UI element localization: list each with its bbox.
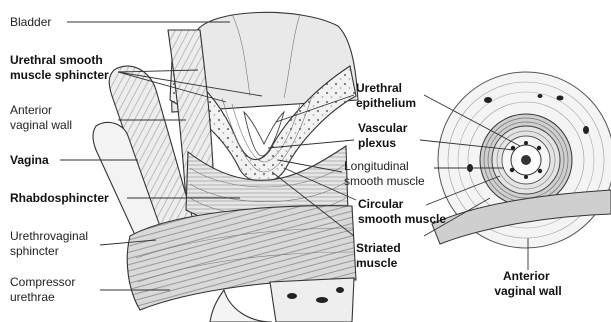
- label-urethral-smooth-muscle-sphincter: Urethral smooth muscle sphincter: [10, 53, 109, 82]
- label-urethral-smooth-line1: Urethral smooth: [10, 53, 103, 67]
- label-urethral-epi-line2: epithelium: [356, 96, 416, 110]
- label-urethrovaginal-sphincter: Urethrovaginal sphincter: [10, 229, 91, 258]
- label-ant-vag-right-line1: Anterior: [503, 269, 550, 283]
- label-vascular-line1: Vascular: [358, 121, 408, 135]
- label-longitudinal-smooth-muscle: Longitudinal smooth muscle: [344, 159, 425, 188]
- label-circular-smooth-muscle: Circular smooth muscle: [358, 197, 446, 226]
- label-anterior-vaginal-wall-right: Anterior vaginal wall: [494, 269, 561, 298]
- label-ant-vag-right-line2: vaginal wall: [494, 284, 561, 298]
- label-urethrovaginal-line1: Urethrovaginal: [10, 229, 88, 243]
- label-longitudinal-line1: Longitudinal: [344, 159, 409, 173]
- label-anterior-line1: Anterior: [10, 103, 52, 117]
- label-bladder: Bladder: [10, 15, 51, 29]
- label-vagina: Vagina: [10, 153, 49, 167]
- urethral-lumen-center: [521, 155, 531, 165]
- label-circular-line2: smooth muscle: [358, 212, 446, 226]
- label-anterior-line2: vaginal wall: [10, 118, 72, 132]
- label-longitudinal-line2: smooth muscle: [344, 174, 425, 188]
- label-rhabdosphincter: Rhabdosphincter: [10, 191, 109, 205]
- label-compressor-line2: urethrae: [10, 290, 55, 304]
- label-urethral-epithelium: Urethral epithelium: [356, 81, 416, 110]
- label-urethrovaginal-line2: sphincter: [10, 244, 59, 258]
- label-vascular-plexus: Vascular plexus: [358, 121, 411, 150]
- label-urethral-epi-line1: Urethral: [356, 81, 402, 95]
- label-striated-line1: Striated: [356, 241, 401, 255]
- label-anterior-vaginal-wall: Anterior vaginal wall: [10, 103, 72, 132]
- urethra-cross-section: [432, 72, 611, 248]
- label-compressor-urethrae: Compressor urethrae: [10, 275, 79, 304]
- label-striated-line2: muscle: [356, 256, 398, 270]
- label-urethral-smooth-line2: muscle sphincter: [10, 68, 109, 82]
- label-compressor-line1: Compressor: [10, 275, 75, 289]
- label-vascular-line2: plexus: [358, 136, 396, 150]
- label-striated-muscle: Striated muscle: [356, 241, 404, 270]
- label-circular-line1: Circular: [358, 197, 404, 211]
